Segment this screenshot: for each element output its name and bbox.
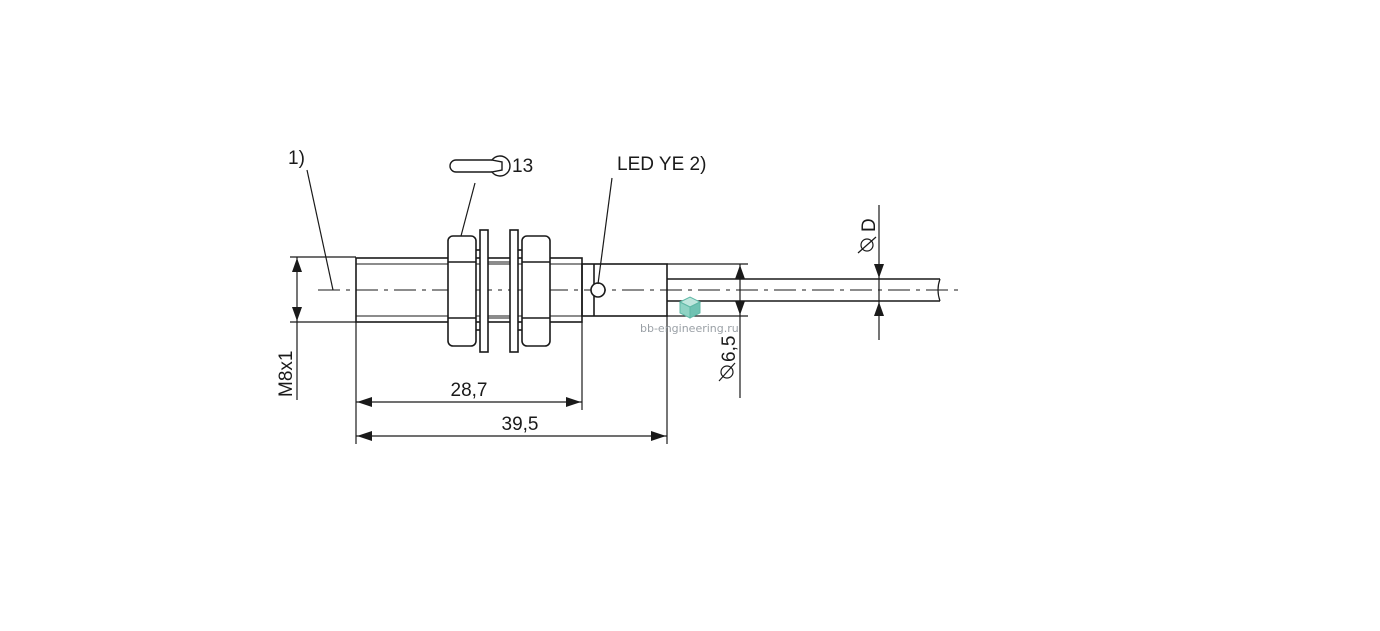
wrench-size-label: 13 [512,156,533,177]
housing-diameter-label: 6,5 [719,336,740,362]
cable [667,278,941,302]
dim-cable-diameter [718,205,884,382]
leader-led [597,177,613,285]
dim-length-lines [355,316,668,444]
washer-right [509,229,522,353]
watermark-text: bb-engineering.ru [640,322,739,335]
note-1-label: 1) [288,148,305,169]
total-length-label: 39,5 [502,414,539,435]
dim-housing-diameter [667,263,748,398]
cable-diameter-label: D [859,218,880,232]
thread-label: M8x1 [276,351,297,397]
thread-length-label: 28,7 [451,380,488,401]
washer-left [476,229,489,353]
led-indicator [590,282,606,298]
watermark-logo [678,296,702,319]
led-label: LED YE 2) [617,154,706,175]
wrench-icon [449,155,511,177]
leader-note-1 [306,169,334,291]
sensor-housing [581,263,668,317]
hex-nut-left [447,235,477,347]
hex-nut-right [521,235,551,347]
dim-thread-diameter [290,256,356,400]
leader-wrench [460,182,476,237]
